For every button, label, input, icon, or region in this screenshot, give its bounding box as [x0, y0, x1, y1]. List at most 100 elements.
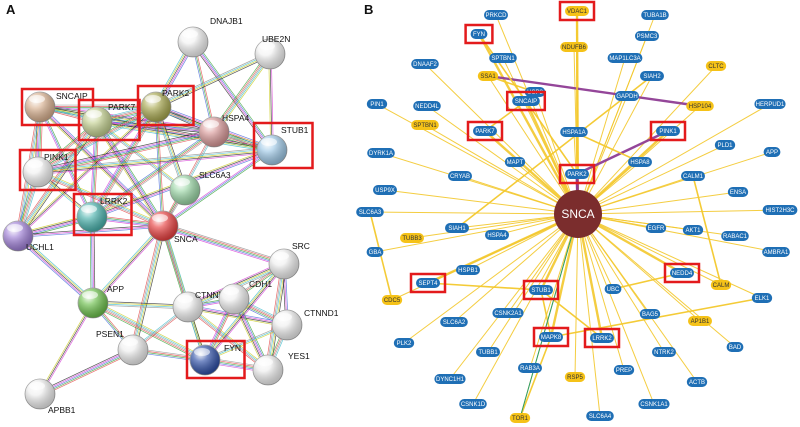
node-label: CSNK2A1: [494, 311, 522, 317]
node-dync1h1-63[interactable]: DYNC1H1: [434, 374, 466, 384]
node-ndufb6[interactable]: NDUFB6: [560, 42, 588, 52]
node-park7[interactable]: PARK7: [466, 120, 504, 142]
node-csnk2a1-51[interactable]: CSNK2A1: [492, 308, 524, 318]
node-label: BAG5: [642, 312, 659, 318]
node-ssa1[interactable]: SSA1: [477, 71, 499, 81]
node-park2[interactable]: PARK2: [136, 84, 195, 127]
node-shape: [688, 316, 712, 326]
node-ensa[interactable]: ENSA: [727, 187, 749, 197]
node-calm-46[interactable]: CALM: [710, 280, 732, 290]
node-park7[interactable]: PARK7: [77, 98, 141, 142]
node-pld1[interactable]: PLD1: [714, 140, 736, 150]
node-tor1-67[interactable]: TOR1: [509, 413, 531, 423]
node-tuba1b[interactable]: TUBA1B: [641, 10, 669, 20]
node-slc6a3[interactable]: SLC6A3: [356, 207, 384, 217]
node-bag5-52[interactable]: BAG5: [639, 309, 661, 319]
node-stub1[interactable]: STUB1: [252, 121, 314, 170]
node-sncaip[interactable]: SNCAIP: [20, 87, 95, 127]
node-lrrk2[interactable]: LRRK2: [72, 192, 133, 237]
node-hspb1-43[interactable]: HSPB1: [456, 265, 480, 275]
node-siah1[interactable]: SIAH1: [445, 223, 469, 233]
node-prep-62[interactable]: PREP: [613, 365, 635, 375]
node-ntrk2-59[interactable]: NTRK2: [652, 347, 676, 357]
edge-strand: [191, 42, 271, 152]
node-herpud1[interactable]: HERPUD1: [754, 99, 786, 109]
node-psen1[interactable]: PSEN1: [96, 329, 149, 366]
node-ube2n[interactable]: UBE2N: [254, 34, 290, 70]
node-ctnnd1[interactable]: CTNND1: [271, 308, 339, 341]
node-ap1b1-53[interactable]: AP1B1: [688, 316, 712, 326]
node-hspa4[interactable]: HSPA4: [485, 230, 509, 240]
node-cryab[interactable]: CRYAB: [448, 171, 472, 181]
node-rab3a-61[interactable]: RAB3A: [518, 363, 542, 373]
node-stub1-47[interactable]: STUB1: [522, 279, 560, 301]
edge-strand: [36, 104, 156, 171]
node-hsp104[interactable]: HSP104: [686, 101, 714, 111]
node-dyrk1a[interactable]: DYRK1A: [367, 148, 395, 158]
node-ambra1-42[interactable]: AMBRA1: [762, 247, 790, 257]
node-shape: [504, 157, 526, 167]
node-prkcd[interactable]: PRKCD: [484, 10, 508, 20]
node-yes1[interactable]: YES1: [252, 351, 310, 386]
node-sptbn1[interactable]: SPTBN1: [411, 120, 439, 130]
node-label: CLTC: [708, 64, 724, 70]
node-app[interactable]: APP: [77, 284, 124, 319]
node-slc6a3[interactable]: SLC6A3: [169, 170, 231, 206]
node-snca[interactable]: SNCA: [147, 210, 198, 244]
node-usp9x[interactable]: USP9X: [373, 185, 397, 195]
node-elk1-49[interactable]: ELK1: [751, 293, 773, 303]
node-nedd4-44[interactable]: NEDD4: [663, 262, 701, 284]
node-vdac1[interactable]: VDAC1: [558, 0, 596, 22]
node-ctnnb1[interactable]: CTNNB1: [172, 290, 229, 323]
node-lrrk2-56[interactable]: LRRK2: [583, 327, 621, 349]
node-park2[interactable]: PARK2: [558, 163, 596, 185]
node-pink1[interactable]: PINK1: [18, 148, 77, 192]
node-cltc[interactable]: CLTC: [705, 61, 727, 71]
node-csnk1a1-69[interactable]: CSNK1A1: [638, 399, 670, 409]
edge-ube2n-stub1: [268, 53, 274, 151]
node-rabac1[interactable]: RABAC1: [721, 231, 749, 241]
node-sncaip[interactable]: SNCAIP: [505, 90, 547, 112]
node-tubb1-58[interactable]: TUBB1: [476, 347, 500, 357]
highlight-box: [466, 120, 504, 142]
node-src[interactable]: SRC: [268, 241, 310, 280]
node-gba-41[interactable]: GBA: [366, 247, 384, 257]
node-pin1[interactable]: PIN1: [366, 99, 388, 109]
node-sptbn1[interactable]: SPTBN1: [489, 53, 517, 63]
node-actb-65[interactable]: ACTB: [686, 377, 708, 387]
node-plk2-57[interactable]: PLK2: [393, 338, 415, 348]
node-rsp5-64[interactable]: RSP5: [564, 372, 586, 382]
node-csnk1d-66[interactable]: CSNK1D: [459, 399, 487, 409]
node-fyn[interactable]: FYN: [464, 23, 494, 45]
node-app[interactable]: APP: [763, 147, 781, 157]
node-slc6a4-68[interactable]: SLC6A4: [586, 411, 614, 421]
node-mapk8-55[interactable]: MAPK8: [532, 326, 570, 348]
node-calm1[interactable]: CALM1: [681, 171, 705, 181]
node-siah2[interactable]: SIAH2: [640, 71, 664, 81]
node-hspa4[interactable]: HSPA4: [198, 113, 250, 148]
node-psmc3[interactable]: PSMC3: [635, 31, 659, 41]
node-mapt[interactable]: MAPT: [504, 157, 526, 167]
node-sept4-45[interactable]: SEPT4: [409, 272, 447, 294]
node-tubb3[interactable]: TUBB3: [400, 233, 424, 243]
node-map1lc3a[interactable]: MAP1LC3A: [607, 53, 643, 63]
node-nedd4l[interactable]: NEDD4L: [413, 101, 441, 111]
node-fyn[interactable]: FYN: [185, 339, 246, 380]
node-hspa1a[interactable]: HSPA1A: [560, 127, 588, 137]
node-hist2h3c[interactable]: HIST2H3C: [762, 205, 798, 215]
node-gapdh[interactable]: GAPDH: [615, 91, 639, 101]
node-cdc5-50[interactable]: CDC5: [381, 295, 403, 305]
node-cdh1[interactable]: CDH1: [218, 279, 272, 315]
node-apbb1[interactable]: APBB1: [24, 378, 76, 415]
node-hspa8[interactable]: HSPA8: [628, 157, 652, 167]
node-dnajb1[interactable]: DNAJB1: [177, 16, 243, 58]
node-pink1[interactable]: PINK1: [649, 120, 687, 142]
node-highlight: [174, 178, 190, 186]
node-dnaaf2[interactable]: DNAAF2: [411, 59, 439, 69]
node-egfr[interactable]: EGFR: [645, 223, 667, 233]
node-akt1[interactable]: AKT1: [682, 225, 704, 235]
node-ubc-48[interactable]: UBC: [604, 284, 622, 294]
node-uchl1[interactable]: UCHL1: [2, 220, 54, 252]
node-bad-60[interactable]: BAD: [726, 342, 744, 352]
node-slc6a2-54[interactable]: SLC6A2: [440, 317, 468, 327]
